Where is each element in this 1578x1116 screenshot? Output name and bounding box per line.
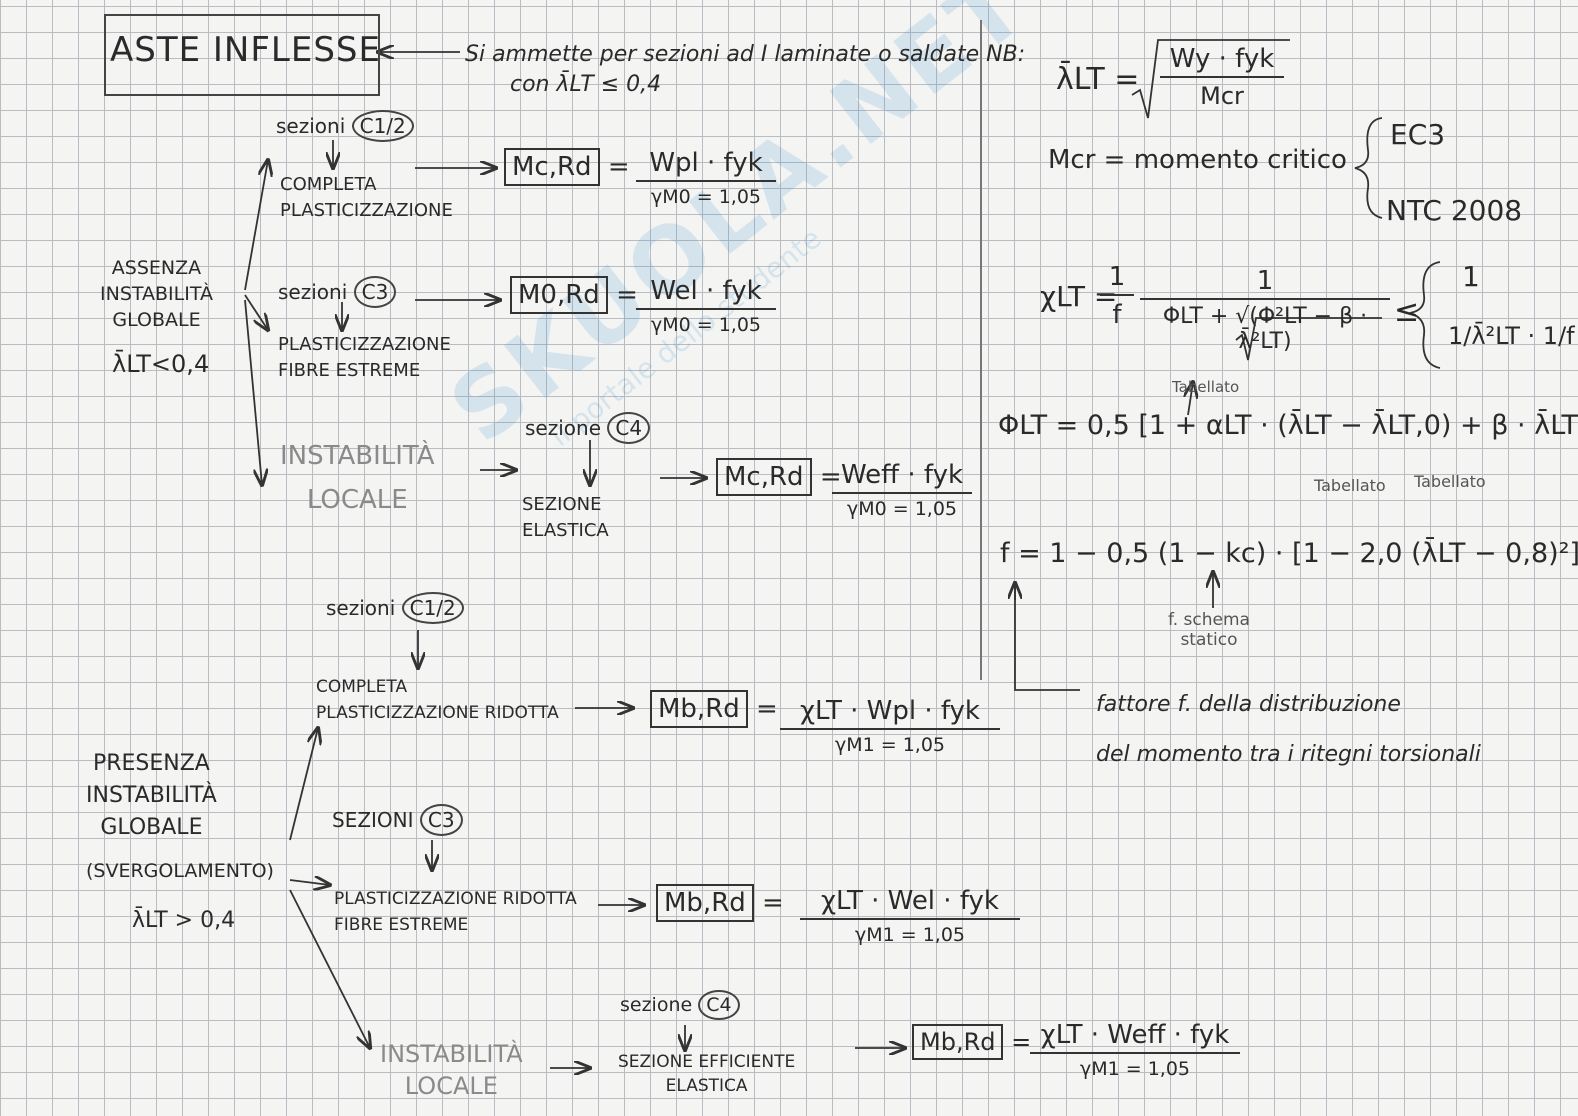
bottom-b2-section-label: SEZIONI — [332, 808, 414, 832]
bottom-b1-moment: Mb,Rd = — [650, 694, 778, 724]
bottom-b2-den: γM1 = 1,05 — [800, 924, 1020, 946]
phi-note-2: Tabellato — [1314, 476, 1386, 495]
bottom-b2-moment: Mb,Rd = — [656, 888, 784, 918]
phi-note-3: Tabellato — [1414, 472, 1486, 491]
bottom-b1-section: sezioni C1/2 — [326, 592, 464, 624]
bottom-b2-section: SEZIONI C3 — [332, 804, 463, 836]
top-b1-num: Wpl · fyk — [636, 148, 776, 182]
kc-note: f. schema statico — [1168, 610, 1250, 650]
bottom-b1-section-label: sezioni — [326, 596, 395, 620]
chi-f-den: f — [1100, 300, 1134, 330]
mcr-option-ntc: NTC 2008 — [1386, 194, 1522, 227]
top-b1-class: C1/2 — [352, 110, 414, 142]
chi-num: 1 — [1140, 266, 1390, 300]
lambda-lhs: λ̄LT = — [1056, 62, 1139, 97]
chi-le: ≤ — [1394, 294, 1419, 329]
header-note-line2: con λ̄LT ≤ 0,4 — [510, 72, 661, 97]
chi-f-num: 1 — [1100, 262, 1134, 296]
top-b2-moment-box: M0,Rd — [510, 276, 608, 314]
header-note-line1: Si ammette per sezioni ad I laminate o s… — [465, 42, 1025, 67]
bottom-b1-den: γM1 = 1,05 — [780, 734, 1000, 756]
top-b2-den: γM0 = 1,05 — [636, 314, 776, 336]
bottom-b3-section: sezione C4 — [620, 990, 740, 1020]
bottom-b3-den: γM1 = 1,05 — [1030, 1058, 1240, 1080]
bottom-b2-moment-box: Mb,Rd — [656, 884, 754, 922]
top-b2-moment: M0,Rd = — [510, 280, 638, 310]
mcr-label: Mcr = momento critico — [1048, 145, 1347, 175]
mcr-option-ec3: EC3 — [1390, 118, 1445, 151]
top-b3-fraction: Weff · fyk γM0 = 1,05 — [832, 460, 972, 520]
chi-den: ΦLT + √(Φ²LT − β · λ̄²LT) — [1140, 304, 1390, 354]
bottom-b3-num: χLT · Weff · fyk — [1030, 1020, 1240, 1054]
top-b1-section-label: sezioni — [276, 114, 345, 138]
top-b1-text: COMPLETA PLASTICIZZAZIONE — [280, 172, 453, 224]
phi-formula: ΦLT = 0,5 [1 + αLT · (λ̄LT − λ̄LT,0) + β… — [998, 410, 1578, 441]
bottom-b3-text: SEZIONE EFFICIENTE ELASTICA — [618, 1050, 795, 1098]
bottom-condition-label: PRESENZA INSTABILITÀ GLOBALE — [86, 748, 217, 844]
bottom-b2-num: χLT · Wel · fyk — [800, 886, 1020, 920]
bottom-b3-class: C4 — [698, 990, 739, 1020]
bottom-b3-fraction: χLT · Weff · fyk γM1 = 1,05 — [1030, 1020, 1240, 1080]
bottom-b2-fraction: χLT · Wel · fyk γM1 = 1,05 — [800, 886, 1020, 946]
bottom-b3-section-label: sezione — [620, 994, 692, 1016]
top-b3-section: sezione C4 — [525, 412, 650, 444]
chi-option-2: 1/λ̄²LT · 1/f — [1448, 322, 1575, 350]
chi-f-fraction: 1 f — [1100, 262, 1134, 330]
top-b3-moment-box: Mc,Rd — [716, 458, 812, 496]
top-b2-fraction: Wel · fyk γM0 = 1,05 — [636, 276, 776, 336]
top-b2-section: sezioni C3 — [278, 276, 396, 308]
top-condition-lambda: λ̄LT<0,4 — [112, 350, 209, 378]
f-formula: f = 1 − 0,5 (1 − kc) · [1 − 2,0 (λ̄LT − … — [1000, 538, 1578, 569]
bottom-b1-moment-box: Mb,Rd — [650, 690, 748, 728]
top-b1-moment-box: Mc,Rd — [504, 148, 600, 186]
bottom-condition-sub: (SVERGOLAMENTO) — [86, 860, 274, 882]
page-title: ASTE INFLESSE — [110, 30, 381, 70]
top-b1-section: sezioni C1/2 — [276, 110, 414, 142]
top-b3-section-label: sezione — [525, 416, 601, 440]
top-b2-class: C3 — [354, 276, 397, 308]
bottom-b3-moment-box: Mb,Rd — [912, 1024, 1003, 1060]
top-condition-label: ASSENZA INSTABILITÀ GLOBALE — [100, 255, 213, 333]
top-b1-moment: Mc,Rd = — [504, 152, 630, 182]
bottom-b2-class: C3 — [420, 804, 463, 836]
chi-option-1: 1 — [1462, 260, 1480, 293]
top-b3-num: Weff · fyk — [832, 460, 972, 494]
top-b2-num: Wel · fyk — [636, 276, 776, 310]
bottom-b1-class: C1/2 — [402, 592, 464, 624]
bottom-b3-moment: Mb,Rd = — [912, 1028, 1031, 1056]
top-b3-instab: INSTABILITÀ LOCALE — [280, 434, 435, 522]
bottom-b1-num: χLT · Wpl · fyk — [780, 696, 1000, 730]
lambda-fraction: Wy · fyk Mcr — [1160, 44, 1284, 110]
top-b1-den: γM0 = 1,05 — [636, 186, 776, 208]
top-b3-moment: Mc,Rd = — [716, 462, 842, 492]
top-b3-class: C4 — [607, 412, 650, 444]
bottom-b3-instab: INSTABILITÀ LOCALE — [380, 1038, 523, 1102]
top-b1-fraction: Wpl · fyk γM0 = 1,05 — [636, 148, 776, 208]
lambda-num: Wy · fyk — [1160, 44, 1284, 78]
top-b3-den: γM0 = 1,05 — [832, 498, 972, 520]
top-b2-section-label: sezioni — [278, 280, 347, 304]
f-note: fattore f. della distribuzione del momen… — [1096, 680, 1481, 780]
top-b2-text: PLASTICIZZAZIONE FIBRE ESTREME — [278, 332, 451, 384]
bottom-b2-text: PLASTICIZZAZIONE RIDOTTA FIBRE ESTREME — [334, 886, 577, 938]
bottom-b1-text: COMPLETA PLASTICIZZAZIONE RIDOTTA — [316, 674, 559, 726]
phi-note-1: Tabellato — [1172, 378, 1239, 396]
chi-main-fraction: 1 ΦLT + √(Φ²LT − β · λ̄²LT) — [1140, 266, 1390, 354]
bottom-b1-fraction: χLT · Wpl · fyk γM1 = 1,05 — [780, 696, 1000, 756]
top-b3-text: SEZIONE ELASTICA — [522, 492, 609, 544]
lambda-den: Mcr — [1160, 82, 1284, 110]
bottom-condition-lambda: λ̄LT > 0,4 — [132, 908, 235, 933]
